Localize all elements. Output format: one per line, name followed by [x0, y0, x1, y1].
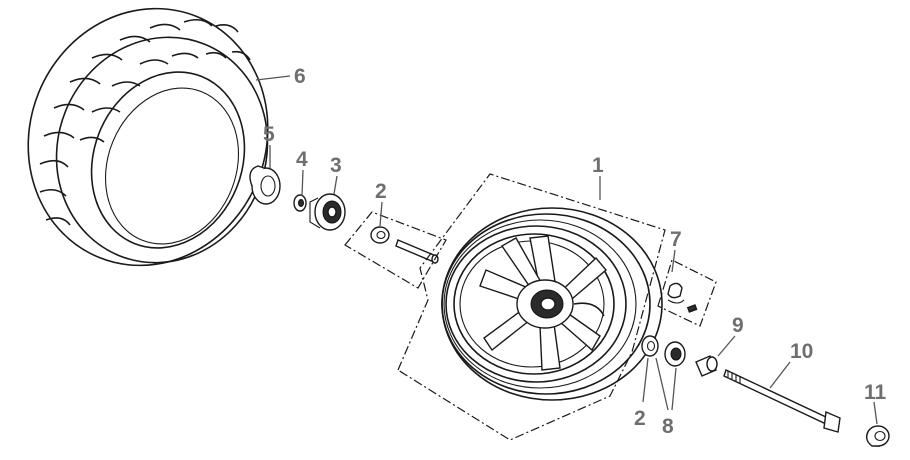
callout-8: 8: [662, 415, 674, 438]
gear-part-3: [309, 193, 346, 231]
callout-11: 11: [864, 381, 887, 404]
callout-7: 7: [670, 228, 682, 251]
callout-5: 5: [263, 123, 275, 146]
callout-2-lower: 2: [634, 407, 646, 430]
cap-nut-part-11: [865, 425, 890, 447]
collar-part-5: [249, 165, 281, 205]
axle-bolt-part-10: [723, 369, 841, 433]
callout-labels: 1 2 2 3 4 5 6 7 8 9 10 11: [263, 65, 887, 438]
washer-part-4: [293, 194, 307, 212]
spacer-part-9: [695, 355, 718, 377]
wheel-rim: [441, 207, 663, 401]
callout-9: 9: [732, 314, 744, 337]
leader-lines: [255, 75, 878, 425]
tire-tread: [39, 18, 251, 226]
valve-kit-part-7: [657, 259, 717, 327]
callout-4: 4: [296, 148, 308, 171]
callout-6: 6: [294, 65, 306, 88]
axle-sleeve: [395, 239, 439, 264]
callout-2-upper: 2: [375, 180, 387, 203]
callout-1: 1: [592, 154, 604, 177]
callout-10: 10: [790, 340, 813, 363]
assembly-box-upper: [344, 211, 447, 289]
bushing-part-2-lower: [641, 335, 659, 357]
assembly-box-wheel: [397, 173, 666, 441]
tire: [27, 7, 269, 267]
bushing-part-2-upper: [370, 226, 390, 244]
callout-3: 3: [330, 154, 342, 177]
bearing-part-8: [664, 341, 686, 367]
